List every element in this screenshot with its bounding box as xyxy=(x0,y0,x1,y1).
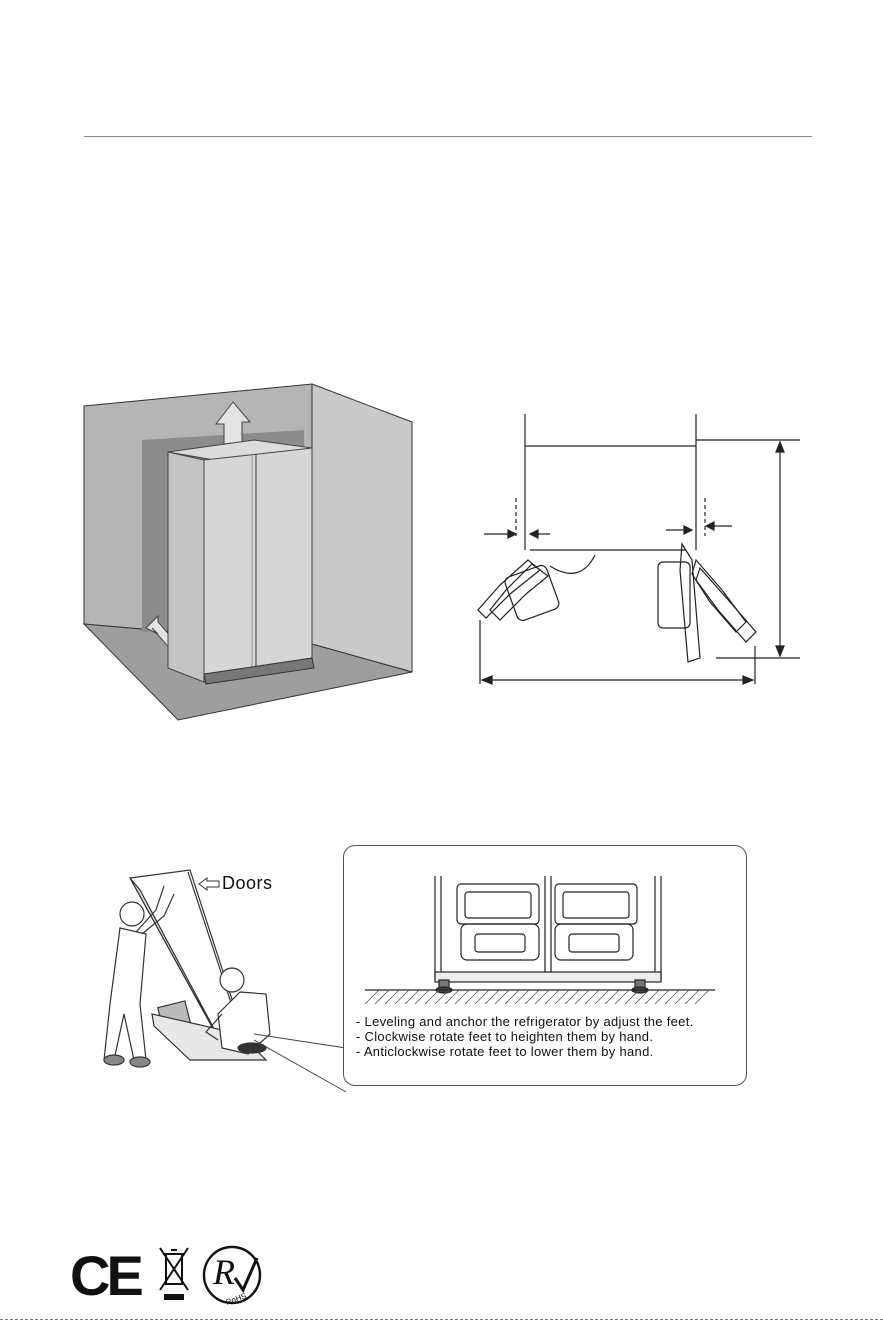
leveling-instructions: - Leveling and anchor the refrigerator b… xyxy=(356,1014,746,1059)
ce-mark-icon: CE xyxy=(70,1248,140,1304)
page-bottom-rule xyxy=(0,1319,883,1320)
instruction-line: - Clockwise rotate feet to heighten them… xyxy=(356,1029,746,1044)
header-rule xyxy=(84,136,812,137)
doors-label: Doors xyxy=(222,873,273,894)
arrow-left-icon xyxy=(198,877,220,891)
fridge-feet-detail xyxy=(365,876,725,1004)
door-clearance-diagram xyxy=(470,410,800,690)
instruction-line: - Leveling and anchor the refrigerator b… xyxy=(356,1014,746,1029)
rohs-label: RoHS xyxy=(225,1291,248,1306)
weee-bin-icon xyxy=(158,1246,190,1304)
instruction-line: - Anticlockwise rotate feet to lower the… xyxy=(356,1044,746,1059)
svg-text:R: R xyxy=(212,1252,235,1292)
fridge-in-room-illustration xyxy=(84,382,414,722)
rohs-icon: R RoHS xyxy=(201,1244,263,1306)
